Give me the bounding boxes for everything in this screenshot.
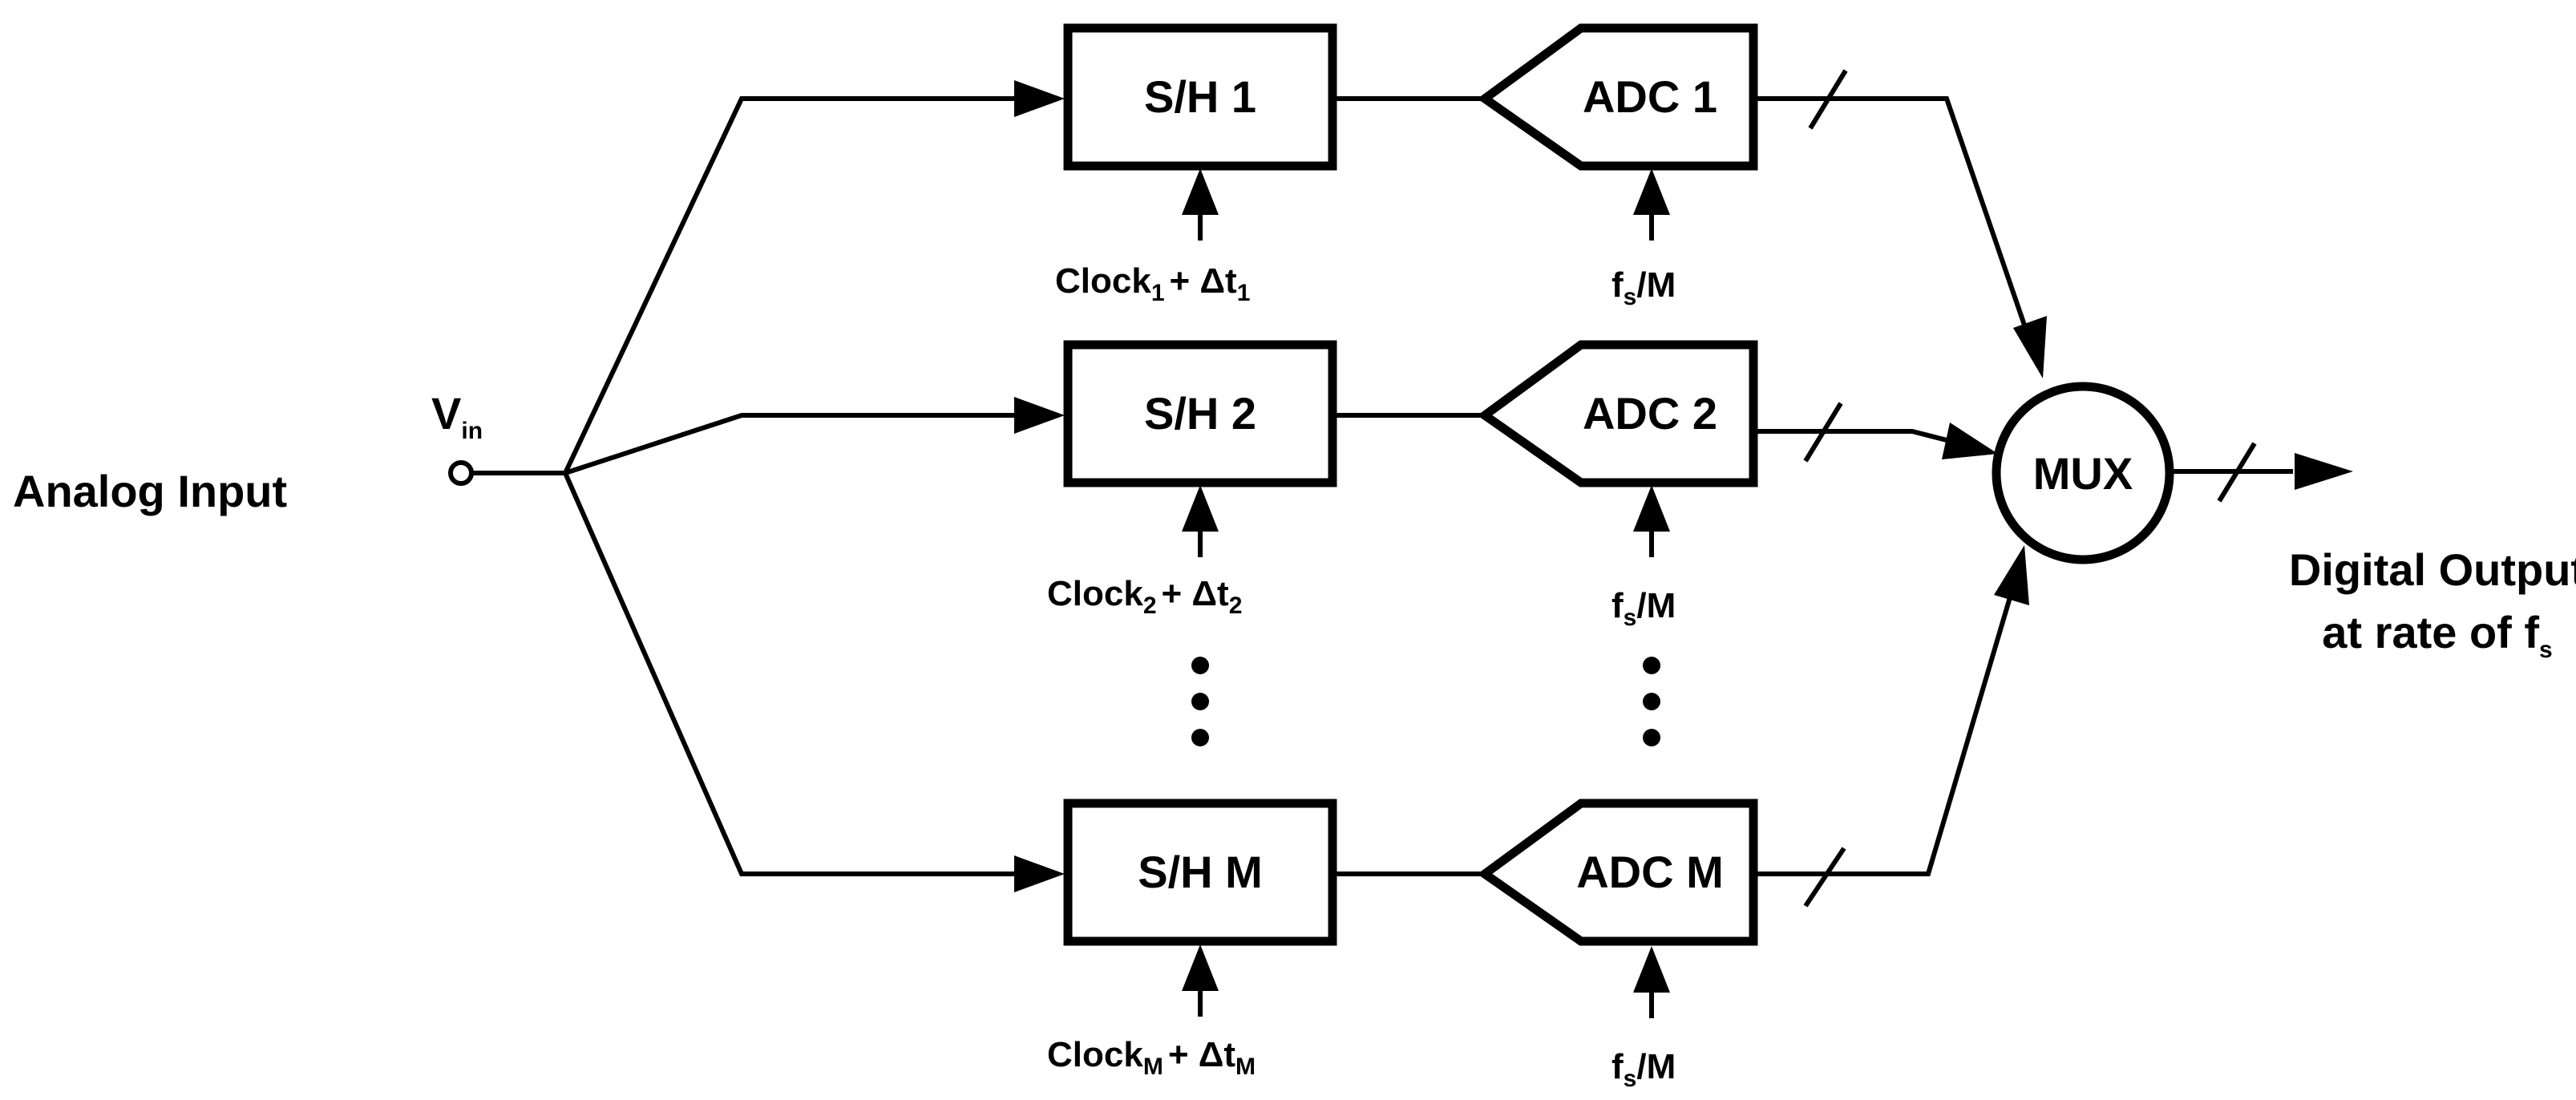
clockm-arrowhead [1182,944,1219,991]
clock1-arrowhead [1182,168,1219,215]
adcm-clock-arrowhead [1633,946,1670,993]
adc2-label: ADC 2 [1583,388,1717,439]
svg-text:Clock1+ Δt1: Clock1+ Δt1 [1055,261,1250,306]
arrowhead-shm [1014,855,1065,892]
wire-input-to-sh2 [564,413,1017,475]
ellipsis-adc [1643,657,1660,746]
adcm-clock-label: fs/M [1612,1047,1676,1092]
arrowhead-mux-1 [2013,316,2047,378]
wire-adc2-to-mux [1757,429,1957,445]
svg-text:at rate of fs: at rate of fs [2322,607,2552,663]
clockm-label: ClockM+ ΔtM [1047,1035,1256,1080]
bus-slash-output [2217,442,2257,503]
wire-input-to-sh1 [563,96,1017,475]
output-label-line1: Digital Output [2289,544,2576,595]
arrowhead-mux-2 [1942,423,1998,459]
mux-circle [1992,382,2174,564]
sh1-label: S/H 1 [1144,71,1256,122]
output-arrowhead [2295,453,2353,490]
analog-input-label: Analog Input [13,466,287,516]
input-node [448,460,474,486]
adc1-clock-label: fs/M [1612,265,1676,310]
bus-slash-2 [1803,402,1843,463]
wire-adcm-to-mux [1757,588,2015,876]
clock2-label: Clock2+ Δt2 [1047,574,1242,619]
bus-slash-1 [1808,69,1848,130]
svg-text:fs/M: fs/M [1612,586,1676,631]
adc2-block [1477,340,1758,487]
shm-block [1063,799,1337,946]
svg-text:ClockM+ ΔtM: ClockM+ ΔtM [1047,1035,1256,1080]
svg-text:fs/M: fs/M [1612,265,1676,310]
adc2-clock-arrowhead [1633,485,1670,532]
ellipsis-sh [1191,657,1209,746]
sh1-block [1063,23,1337,171]
wire-input-to-shm [563,471,1017,876]
clock2-arrowhead [1182,485,1219,532]
arrowhead-sh2 [1014,397,1065,434]
adc1-clock-arrowhead [1633,168,1670,215]
adcm-label: ADC M [1576,847,1724,897]
adc1-label: ADC 1 [1583,71,1717,122]
mux-label: MUX [2033,448,2133,499]
arrowhead-sh1 [1014,80,1065,117]
adc2-clock-label: fs/M [1612,586,1676,631]
adc1-block [1477,23,1758,171]
bus-slash-m [1803,847,1846,908]
sh2-label: S/H 2 [1144,388,1256,439]
svg-text:Vin: Vin [431,388,483,444]
wire-adc1-to-mux [1757,96,2031,338]
svg-text:Clock2+ Δt2: Clock2+ Δt2 [1047,574,1242,619]
adcm-block [1477,799,1758,946]
vin-label: Vin [431,388,483,444]
arrowhead-mux-m [1994,545,2029,605]
sh2-block [1063,340,1337,487]
output-label-line2: at rate of fs [2322,607,2552,663]
clock1-label: Clock1+ Δt1 [1055,261,1250,306]
svg-text:fs/M: fs/M [1612,1047,1676,1092]
shm-label: S/H M [1138,847,1263,897]
